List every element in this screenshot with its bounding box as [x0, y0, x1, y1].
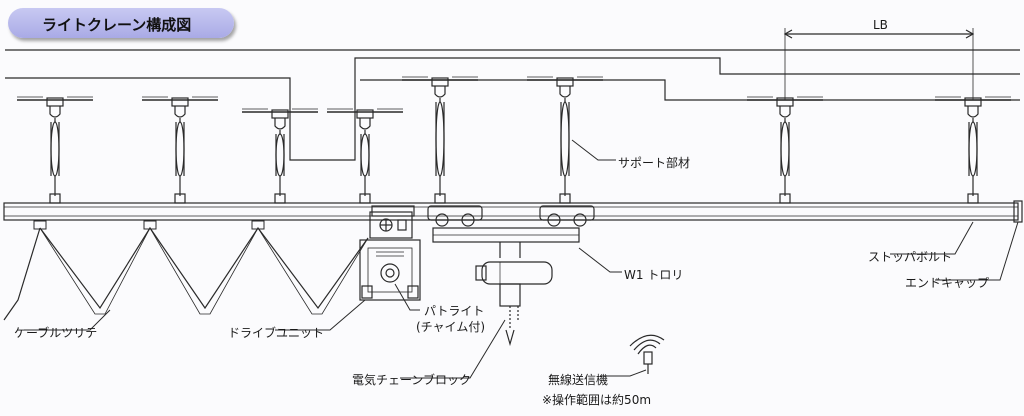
range-note: ※操作範囲は約50m: [542, 393, 652, 407]
support-part: [776, 97, 794, 107]
cable-trolley-label: ケーブルツリテ: [14, 326, 98, 340]
stopper-bolt-label: ストッパボルト: [868, 250, 953, 264]
support-part: [274, 193, 286, 204]
lb-label: LB: [873, 18, 888, 32]
support-part: [49, 193, 61, 204]
diagram-title: ライトクレーン構成図: [42, 16, 192, 34]
support-part: [967, 106, 979, 118]
support-part: [434, 86, 446, 98]
support-part: [359, 118, 371, 130]
support-part: [175, 121, 185, 177]
support-part: [50, 121, 60, 177]
support-part: [271, 109, 289, 119]
support-part: [779, 193, 791, 204]
wireless-transmitter-shape: [629, 334, 665, 374]
support-part: [49, 106, 61, 118]
support-part: [964, 97, 982, 107]
drive-unit-shape: [359, 211, 421, 301]
support-part: [46, 97, 64, 107]
patrol-light-label: パトライト: [424, 304, 485, 318]
support-part: [967, 193, 979, 204]
leader-lines: [25, 139, 1019, 379]
title-badge: ライトクレーン構成図: [8, 8, 234, 38]
wireless-transmitter-label: 無線送信機: [548, 373, 609, 387]
support-part: [431, 77, 449, 87]
support-part: [174, 106, 186, 118]
lb-dimension: [783, 28, 975, 100]
ceiling-structure: [5, 49, 1020, 161]
support-part: [559, 193, 571, 204]
support-part: [171, 97, 189, 107]
support-part: [968, 121, 978, 177]
support-part: [560, 101, 570, 177]
support-group: [17, 76, 1011, 204]
support-part: [174, 193, 186, 204]
support-part: [779, 106, 791, 118]
main-rail: [3, 200, 1023, 223]
support-part: [556, 77, 574, 87]
support-part: [274, 118, 286, 130]
support-part: [359, 193, 371, 204]
support-part: [275, 133, 285, 177]
drive-unit-label: ドライブユニット: [228, 326, 325, 340]
support-part: [360, 133, 370, 177]
support-part: [434, 193, 446, 204]
support-part: [780, 121, 790, 177]
cable-festoon: [3, 220, 369, 321]
trolley-wheels: [371, 205, 595, 227]
patrol-light-sub-label: (チャイム付): [416, 320, 486, 334]
w1-trolley-beam: [432, 227, 580, 258]
support-part: [435, 101, 445, 177]
support-label: サポート部材: [618, 156, 691, 170]
support-part: [356, 109, 374, 119]
w1-trolley-label: W1 トロリ: [624, 268, 684, 282]
chain-block-shape: [475, 261, 553, 347]
end-cap-label: エンドキャップ: [905, 276, 990, 290]
chain-block-label: 電気チェーンブロック: [352, 373, 472, 387]
support-part: [559, 86, 571, 98]
